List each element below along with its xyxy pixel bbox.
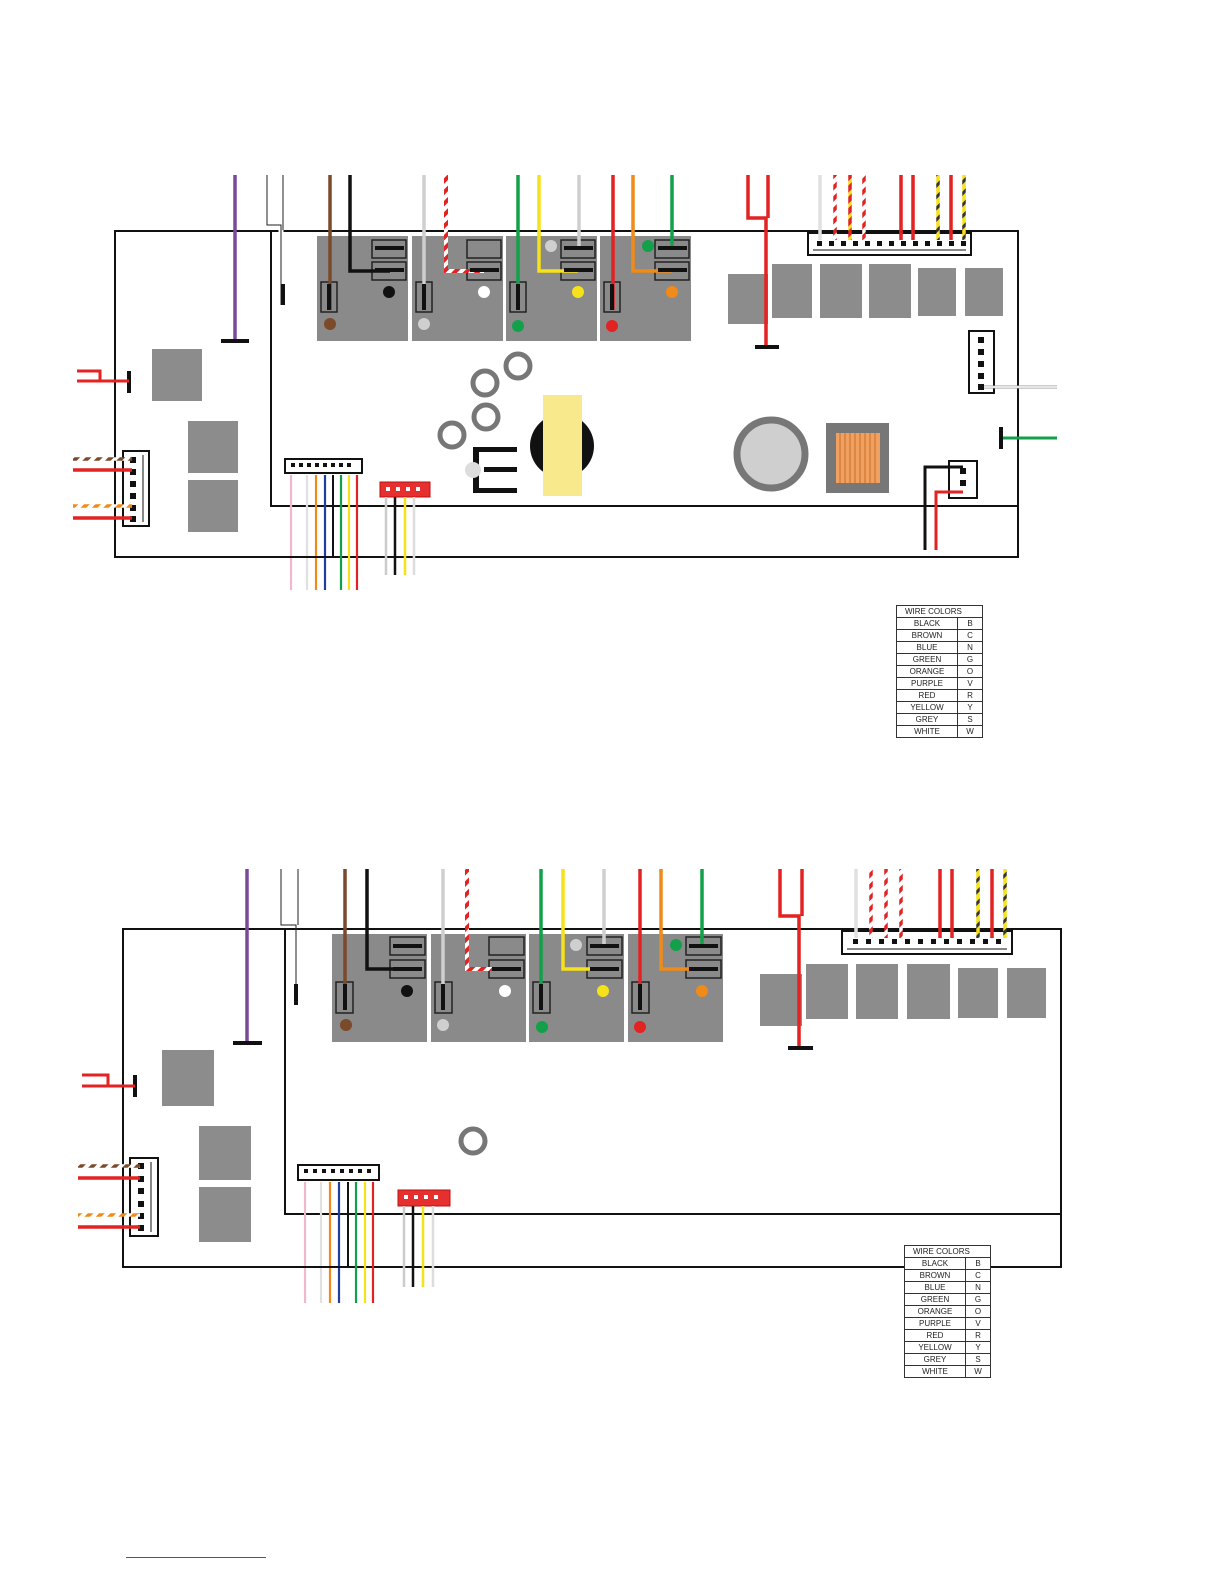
legend-code: S [958, 714, 983, 726]
legend-code: N [958, 642, 983, 654]
legend-name: GREY [905, 1354, 966, 1366]
legend-code: V [958, 678, 983, 690]
legend-name: BLUE [905, 1282, 966, 1294]
legend-name: GREEN [905, 1294, 966, 1306]
legend-code: O [958, 666, 983, 678]
legend-name: BLUE [897, 642, 958, 654]
legend-name: WHITE [905, 1366, 966, 1378]
legend-code: R [966, 1330, 991, 1342]
legend-name: RED [897, 690, 958, 702]
legend-name: WHITE [897, 726, 958, 738]
legend-code: W [966, 1366, 991, 1378]
legend-code: R [958, 690, 983, 702]
legend-name: GREY [897, 714, 958, 726]
legend-code: W [958, 726, 983, 738]
legend-name: RED [905, 1330, 966, 1342]
legend-code: N [966, 1282, 991, 1294]
legend-name: PURPLE [905, 1318, 966, 1330]
legend-code: S [966, 1354, 991, 1366]
legend-code: C [966, 1270, 991, 1282]
legend-code: B [958, 618, 983, 630]
legend-name: BROWN [897, 630, 958, 642]
legend-code: G [958, 654, 983, 666]
legend-code: B [966, 1258, 991, 1270]
legend-code: G [966, 1294, 991, 1306]
legend-name: YELLOW [897, 702, 958, 714]
legend-code: O [966, 1306, 991, 1318]
legend-code: V [966, 1318, 991, 1330]
legend-name: PURPLE [897, 678, 958, 690]
legend-name: BLACK [897, 618, 958, 630]
footer-rule [126, 1557, 266, 1558]
legend-code: Y [958, 702, 983, 714]
legend-name: GREEN [897, 654, 958, 666]
legend-name: YELLOW [905, 1342, 966, 1354]
legend-code: Y [966, 1342, 991, 1354]
legend-code: C [958, 630, 983, 642]
legend-title: WIRE COLORS [905, 1246, 991, 1258]
legend-name: ORANGE [897, 666, 958, 678]
legend-name: ORANGE [905, 1306, 966, 1318]
legend-name: BLACK [905, 1258, 966, 1270]
legend-name: BROWN [905, 1270, 966, 1282]
legend-title: WIRE COLORS [897, 606, 983, 618]
